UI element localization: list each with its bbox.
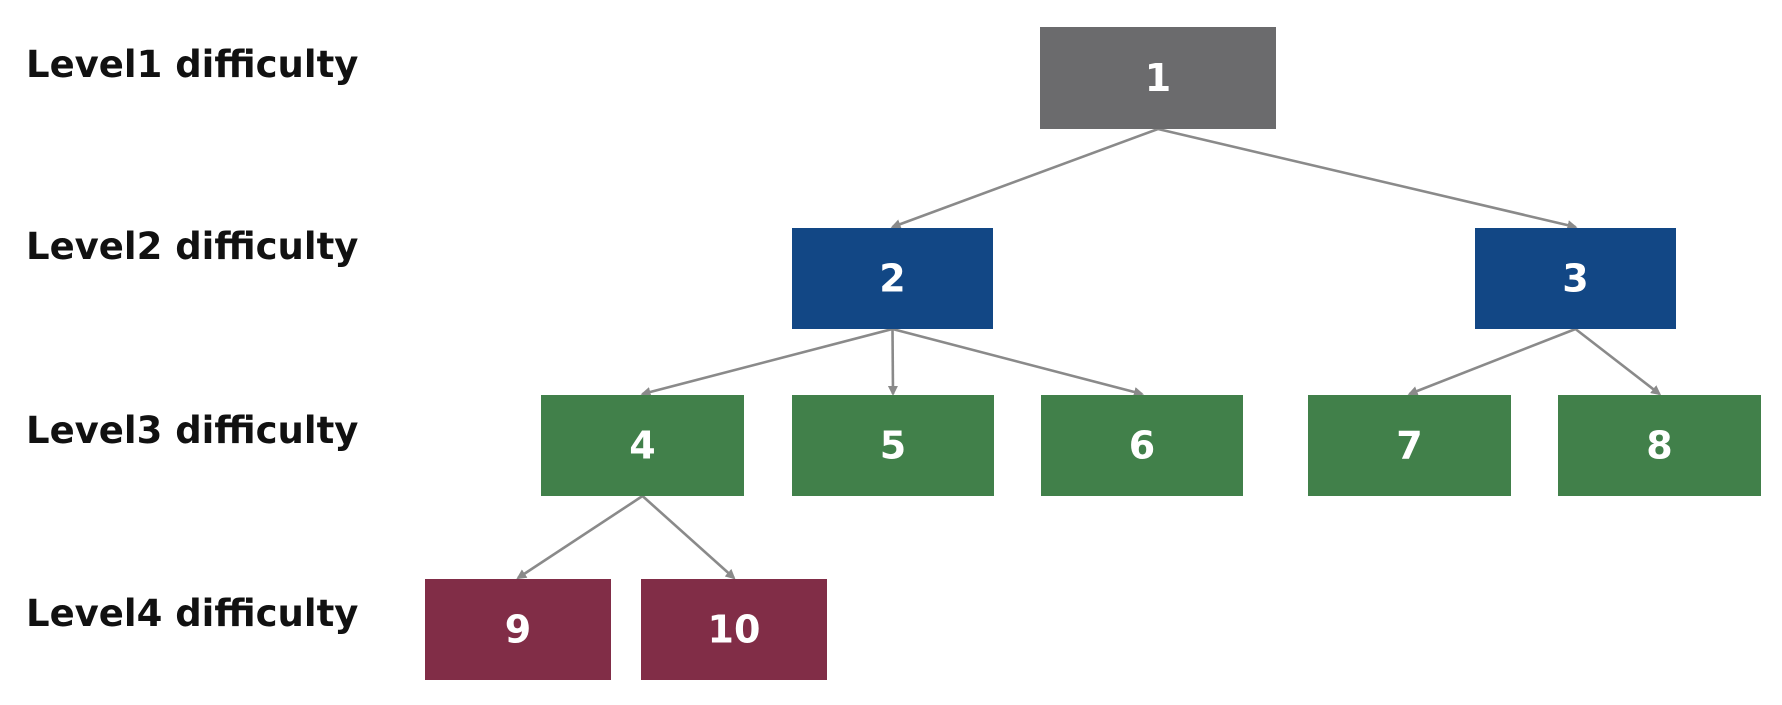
tree-nodes: 1 2 3 4 5 6 7 8 9 10: [425, 27, 1761, 680]
node-3: 3: [1475, 228, 1676, 329]
node-7: 7: [1308, 395, 1511, 496]
edge-1-to-2: [890, 127, 1159, 229]
edge-2-to-4: [640, 327, 893, 397]
level-2-label: Level2 difficulty: [26, 225, 359, 268]
node-6: 6: [1041, 395, 1243, 496]
node-8: 8: [1558, 395, 1761, 496]
node-label-8: 8: [1646, 424, 1672, 468]
node-box-4: [541, 395, 744, 496]
node-label-10: 10: [708, 608, 761, 652]
node-label-7: 7: [1396, 424, 1422, 468]
edge-4-to-9: [516, 494, 644, 580]
node-label-2: 2: [879, 257, 905, 301]
edge-2-to-5: [887, 328, 898, 396]
node-box-10: [641, 579, 827, 680]
node-2: 2: [792, 228, 993, 329]
edge-2-to-6: [892, 327, 1144, 397]
node-4: 4: [541, 395, 744, 496]
level-1-label: Level1 difficulty: [26, 43, 359, 86]
node-box-5: [792, 395, 994, 496]
node-label-3: 3: [1562, 257, 1588, 301]
node-label-9: 9: [505, 608, 531, 652]
edge-4-to-10: [641, 495, 736, 580]
node-label-4: 4: [629, 424, 655, 468]
node-box-7: [1308, 395, 1511, 496]
node-9: 9: [425, 579, 611, 680]
node-label-6: 6: [1129, 424, 1155, 468]
node-box-6: [1041, 395, 1243, 496]
node-box-2: [792, 228, 993, 329]
node-box-9: [425, 579, 611, 680]
node-5: 5: [792, 395, 994, 496]
node-label-5: 5: [880, 424, 906, 468]
node-label-1: 1: [1145, 56, 1171, 100]
level-4-label: Level4 difficulty: [26, 592, 359, 635]
edge-3-to-7: [1407, 327, 1576, 396]
level-3-label: Level3 difficulty: [26, 409, 359, 452]
node-1: 1: [1040, 27, 1276, 129]
tree-edges: [516, 127, 1662, 580]
edge-3-to-8: [1574, 327, 1662, 396]
edge-1-to-3: [1157, 127, 1578, 231]
node-box-1: [1040, 27, 1276, 129]
node-box-3: [1475, 228, 1676, 329]
node-box-8: [1558, 395, 1761, 496]
node-10: 10: [641, 579, 827, 680]
